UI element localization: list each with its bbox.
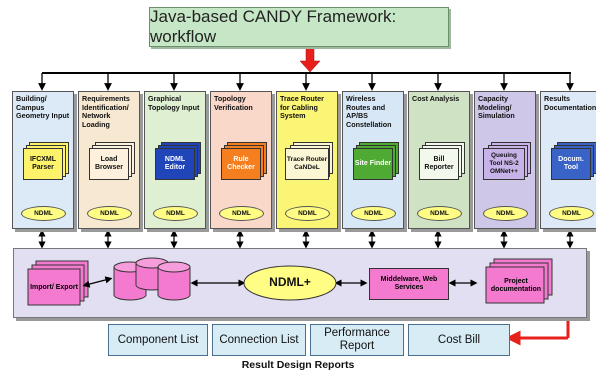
import-export-label: Import/ Export [30, 284, 78, 291]
tool-box: Docum. Tool [551, 148, 591, 180]
ndml-plus-label: NDML+ [269, 275, 311, 289]
ndml-ellipse: NDML [285, 206, 330, 221]
ndml-ellipse: NDML [483, 206, 528, 221]
tool-box: IFCXML Parser [23, 148, 63, 180]
tool-box: NDML Editor [155, 148, 195, 180]
module-2: Requirements Identification/ Network Loa… [78, 91, 140, 229]
framework-title: Java-based CANDY Framework: workflow [150, 7, 397, 46]
tool-box: Trace Router CaNDeL [285, 148, 329, 180]
integration-panel: Import/ Export NDML+ Middelware, Web Ser… [13, 248, 587, 318]
module-label: Requirements Identification/ Network Loa… [82, 94, 130, 129]
report-cost-bill: Cost Bill [408, 324, 510, 356]
ndml-ellipse: NDML [87, 206, 132, 221]
report-performance-report: Performance Report [310, 324, 404, 356]
tool-box: Rule Checker [221, 148, 261, 180]
ndml-ellipse: NDML [21, 206, 66, 221]
project-documentation-label: Project documentation [490, 278, 542, 293]
report-connection-list: Connection List [212, 324, 306, 356]
module-label: Results Documentation [544, 94, 596, 112]
ndml-ellipse: NDML [153, 206, 198, 221]
result-design-reports-caption: Result Design Reports [241, 359, 355, 371]
ndml-ellipse: NDML [219, 206, 264, 221]
integration-graphics [27, 257, 553, 306]
framework-title-box: Java-based CANDY Framework: workflow [149, 7, 449, 47]
module-label: Graphical Topology Input [148, 94, 200, 112]
report-component-list: Component List [108, 324, 208, 356]
module-label: Wireless Routes and AP/BS Constellation [346, 94, 392, 129]
ndml-ellipse: NDML [417, 206, 462, 221]
module-label: Capacity Modeling/ Simulation [478, 94, 515, 121]
tool-box: Load Browser [89, 148, 129, 180]
module-label: Building/ Campus Geometry Input [16, 94, 70, 121]
module-label: Topology Verification [214, 94, 253, 112]
tool-box: Site Finder [353, 148, 393, 180]
database-cylinders-icon [113, 257, 191, 301]
ndml-ellipse: NDML [351, 206, 396, 221]
tool-box: Bill Reporter [419, 148, 459, 180]
title-down-arrow [299, 44, 321, 73]
ndml-plus-ellipse [243, 265, 337, 301]
module-label: Cost Analysis [412, 94, 460, 103]
module-label: Trace Router for Cabling System [280, 94, 324, 121]
middleware-box: Middelware, Web Services [369, 268, 449, 300]
ndml-ellipse: NDML [549, 206, 594, 221]
tool-box: Queuing Tool NS-2 OMNet++ [483, 148, 525, 180]
